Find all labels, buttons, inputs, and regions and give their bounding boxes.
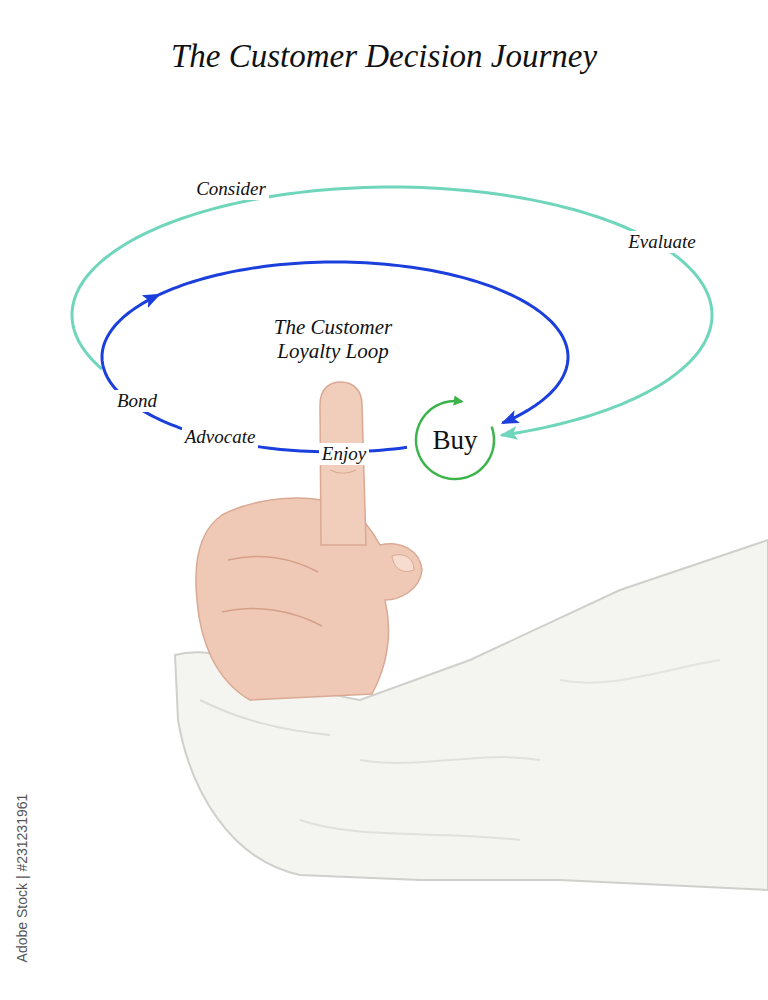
sleeve-fold [200, 700, 330, 735]
stage-label: Consider [193, 178, 269, 200]
sleeve-fold [360, 757, 540, 763]
knuckle-line [222, 608, 322, 626]
hand-fist [196, 498, 422, 700]
watermark: Adobe Stock | #231231961 [14, 791, 30, 966]
sleeve-fold [300, 820, 520, 840]
stage-label: Advocate [182, 426, 259, 448]
sleeve-fold [560, 660, 720, 683]
stage-label: Enjoy [319, 443, 369, 465]
diagram-title: The Customer Decision Journey [0, 38, 768, 75]
knuckle-line [330, 470, 356, 473]
stage-label: Evaluate [625, 231, 699, 253]
knuckle-line [228, 556, 318, 572]
loyalty-loop [159, 262, 568, 423]
stage-label: Bond [114, 390, 160, 412]
circle-arrow [416, 401, 494, 479]
thumb-nail [392, 555, 414, 572]
node-text: Buy [432, 425, 477, 456]
journey-loop [72, 187, 712, 435]
buy-circle: Buy [413, 398, 497, 482]
loop-title: The Customer Loyalty Loop [250, 315, 416, 363]
